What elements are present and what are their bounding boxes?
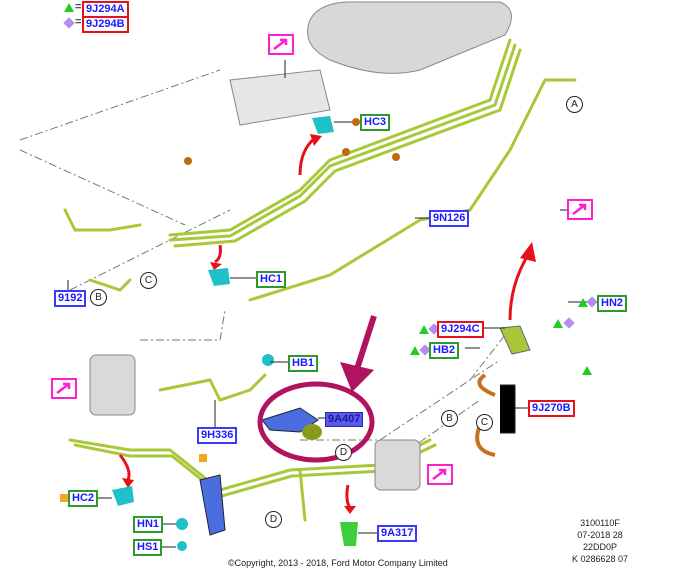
fuel-filter (374, 439, 421, 491)
info-line-3: 22DD0P (582, 542, 618, 552)
nut-HN1 (176, 518, 188, 530)
callout-C: C (140, 272, 157, 289)
triangle-icon (582, 366, 592, 375)
highlight-arrow (353, 315, 377, 373)
callout-A: A (566, 96, 583, 113)
callout-B: B (90, 289, 107, 306)
highlight-ellipse (257, 381, 375, 463)
clip-9A317 (340, 522, 358, 546)
dot-icon (184, 157, 192, 165)
link-arrow-icon[interactable] (51, 378, 77, 399)
fuel-heater (89, 354, 136, 416)
legend-equals-a: = (75, 1, 82, 13)
triangle-icon (578, 298, 588, 307)
copyright-text: ©Copyright, 2013 - 2018, Ford Motor Comp… (228, 558, 448, 568)
callout-D: D (335, 444, 352, 461)
part-label-HN1[interactable]: HN1 (133, 516, 164, 533)
part-label-HC3[interactable]: HC3 (360, 114, 391, 131)
part-label-9H336[interactable]: 9H336 (197, 427, 238, 444)
callout-D: D (265, 511, 282, 528)
part-label-9A317[interactable]: 9A317 (377, 525, 418, 542)
legend-part-9J294B[interactable]: 9J294B (82, 16, 129, 33)
part-label-HC1[interactable]: HC1 (256, 271, 287, 288)
part-label-HC2[interactable]: HC2 (68, 490, 99, 507)
triangle-icon (419, 325, 429, 334)
info-line-2: 07-2018 28 (577, 530, 623, 540)
part-label-9J270B[interactable]: 9J270B (528, 400, 575, 417)
part-label-HB2[interactable]: HB2 (429, 342, 460, 359)
pipe-bracket (199, 474, 226, 536)
clip-HC3 (312, 116, 334, 134)
fuel-valve (499, 325, 531, 355)
part-label-HN2[interactable]: HN2 (597, 295, 628, 312)
legend-part-9J294A[interactable]: 9J294A (82, 1, 129, 18)
square-icon (60, 494, 68, 502)
bolt-HB1 (262, 354, 274, 366)
dot-icon (392, 153, 400, 161)
part-label-9J294C[interactable]: 9J294C (437, 321, 484, 338)
dot-icon (352, 118, 360, 126)
bolt-HS1 (177, 541, 187, 551)
part-label-HB1[interactable]: HB1 (288, 355, 319, 372)
callout-C: C (476, 414, 493, 431)
triangle-icon (553, 319, 563, 328)
link-arrow-icon[interactable] (567, 199, 593, 220)
info-line-4: K 0286628 07 (571, 554, 629, 564)
fuel-pump (302, 424, 322, 440)
triangle-icon (64, 3, 74, 12)
callout-B: B (441, 410, 458, 427)
square-icon (199, 454, 207, 462)
part-label-9192[interactable]: 9192 (54, 290, 87, 307)
link-arrow-icon[interactable] (427, 464, 453, 485)
diagram-info: 3100110F 07-2018 28 22DD0P K 0286628 07 (560, 517, 640, 565)
fuel-tank (307, 1, 512, 74)
part-label-9A407[interactable]: 9A407 (325, 412, 364, 427)
part-label-9N126[interactable]: 9N126 (429, 210, 470, 227)
clip-HC2 (112, 486, 134, 506)
triangle-icon (410, 346, 420, 355)
link-arrow-icon[interactable] (268, 34, 294, 55)
cooler (229, 69, 331, 126)
legend-equals-b: = (75, 16, 82, 28)
part-label-HS1[interactable]: HS1 (133, 539, 163, 556)
info-line-1: 3100110F (580, 518, 620, 528)
dot-icon (342, 148, 350, 156)
clip-HC1 (208, 268, 230, 286)
